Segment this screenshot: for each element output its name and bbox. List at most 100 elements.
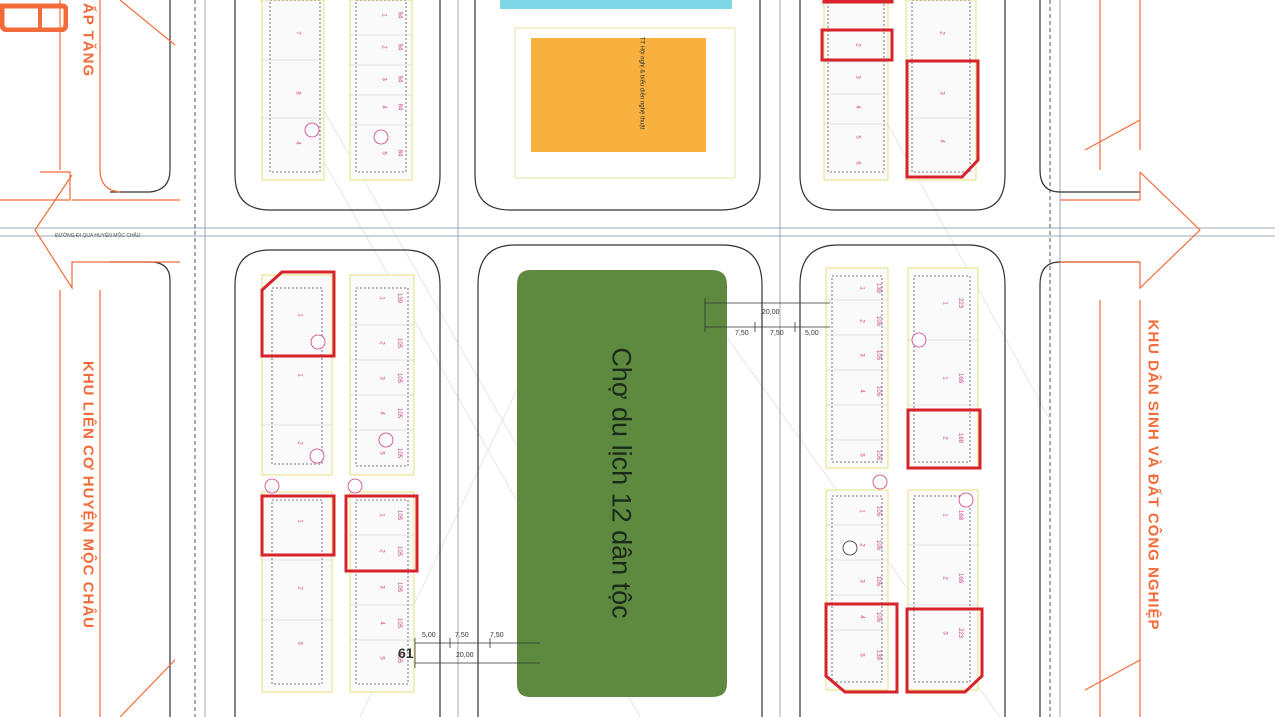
- lot-area: 105: [875, 315, 882, 327]
- lot-area: 105: [875, 611, 882, 623]
- lot-label: 2: [858, 543, 865, 547]
- lot-label: 2: [938, 31, 945, 35]
- dimension-label: 7,50: [490, 632, 504, 639]
- lot-label: 1: [296, 313, 303, 317]
- dimension-label: 5,00: [422, 632, 436, 639]
- lot-label: 2: [858, 319, 865, 323]
- block-outlines: [110, 0, 1140, 717]
- lot-area: 84: [396, 43, 403, 51]
- lot-area: 139: [875, 649, 882, 661]
- lot-label: 4: [858, 389, 865, 393]
- lot-label: 1: [378, 296, 385, 300]
- lot-area: 84: [396, 149, 403, 157]
- lot-area: 223: [957, 297, 964, 309]
- lot-label: 5: [380, 151, 387, 155]
- lot-label: 2: [854, 43, 861, 47]
- lot-label: 3: [378, 376, 385, 380]
- lot-area: 168: [957, 432, 964, 444]
- dimension-label: 20,00: [456, 652, 474, 659]
- culture-center-building: [531, 38, 706, 152]
- dimension-label: 20,00: [762, 309, 780, 316]
- dimension-label: 5,00: [805, 330, 819, 337]
- lot-dashed-outlines: [269, 0, 971, 685]
- brand-logo-icon: [0, 3, 68, 32]
- lot-area: 105: [875, 505, 882, 517]
- road-note: ĐƯỜNG ĐI QUA HUYỆN MỘC CHÂU: [55, 233, 141, 239]
- lot-label: 4: [378, 411, 385, 415]
- market-building: [517, 270, 727, 697]
- lot-label: 2: [296, 441, 303, 445]
- lot-area: 168: [957, 572, 964, 584]
- lot-label: 4: [380, 105, 387, 109]
- dimension-label: 7,50: [735, 330, 749, 337]
- lot-label: 5: [378, 656, 385, 660]
- market-label: Chợ du lịch 12 dân tộc: [606, 347, 637, 619]
- lot-area: 105: [396, 581, 403, 593]
- dimension-label: 7,50: [770, 330, 784, 337]
- lot-area: 105: [875, 575, 882, 587]
- lot-area: 84: [396, 103, 403, 111]
- zone-label-east: KHU DÂN SINH VÀ ĐẤT CÔNG NGHIỆP: [1144, 319, 1162, 631]
- lot-label: 4: [294, 141, 301, 145]
- lot-label: 7: [294, 31, 301, 35]
- lot-label: 1: [941, 376, 948, 380]
- lot-area: 105: [875, 539, 882, 551]
- lot-label: 5: [854, 135, 861, 139]
- lot-label: 2: [296, 586, 303, 590]
- lot-label: 3: [938, 91, 945, 95]
- lot-label: 1: [941, 513, 948, 517]
- lot-area: 84: [396, 11, 403, 19]
- lot-area: 168: [957, 509, 964, 521]
- lot-label: 6: [854, 161, 861, 165]
- lot-label: 3: [296, 641, 303, 645]
- highlighted-lots: [260, 0, 984, 694]
- lot-area: 223: [957, 627, 964, 639]
- lot-area: 105: [396, 545, 403, 557]
- lot-area: 105: [396, 509, 403, 521]
- lot-label: 1: [380, 13, 387, 17]
- lot-label: 8: [294, 91, 301, 95]
- lot-label: 4: [858, 615, 865, 619]
- lot-label: 1: [858, 509, 865, 513]
- section-mark: 61: [398, 645, 414, 661]
- lot-area: 105: [396, 337, 403, 349]
- dimension-lines: [414, 298, 830, 668]
- lot-label: 2: [941, 436, 948, 440]
- lot-area: 139: [396, 292, 403, 304]
- lot-label: 3: [858, 579, 865, 583]
- culture-plot-boundary: [514, 27, 736, 179]
- lot-label: 1: [296, 373, 303, 377]
- lot-label: 1: [858, 286, 865, 290]
- lot-label: 2: [378, 341, 385, 345]
- lot-label: 1: [941, 301, 948, 305]
- lot-area: 105: [396, 407, 403, 419]
- lot-area: 105: [875, 449, 882, 461]
- lot-label: 3: [858, 353, 865, 357]
- lot-label: 5: [858, 453, 865, 457]
- water-strip: [500, 0, 732, 9]
- culture-center-label: TT Hội nghị & biểu diễn nghệ thuật: [638, 36, 645, 130]
- lot-markers: [264, 122, 974, 556]
- lot-label: 2: [378, 549, 385, 553]
- lot-label: 5: [378, 451, 385, 455]
- zone-label-west-top: ẤP TĂNG: [79, 2, 97, 78]
- lot-label: 4: [854, 105, 861, 109]
- zone-label-west: KHU LIÊN CƠ HUYỆN MỘC CHÂU: [79, 361, 97, 629]
- lot-area: 105: [875, 385, 882, 397]
- lots-nw: [261, 0, 979, 693]
- lot-area: 139: [875, 282, 882, 294]
- lot-area: 84: [396, 75, 403, 83]
- lot-label: 4: [938, 139, 945, 143]
- dimension-label: 7,50: [455, 632, 469, 639]
- lot-area: 105: [396, 617, 403, 629]
- lot-label: 3: [378, 585, 385, 589]
- lot-label: 3: [854, 75, 861, 79]
- lot-area: 105: [396, 372, 403, 384]
- lot-label: 4: [378, 621, 385, 625]
- lot-label: 2: [941, 576, 948, 580]
- lot-label: 2: [380, 45, 387, 49]
- lot-label: 1: [378, 513, 385, 517]
